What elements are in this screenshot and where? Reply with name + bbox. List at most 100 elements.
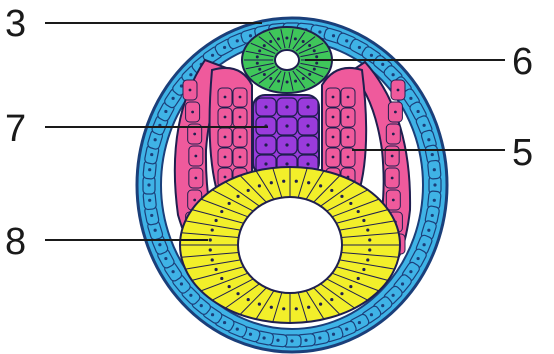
cell-nucleus xyxy=(194,177,197,180)
notochord xyxy=(253,95,319,175)
cell-nucleus xyxy=(315,55,318,58)
cell-nucleus xyxy=(228,202,231,205)
cell-nucleus xyxy=(370,313,373,316)
cell-nucleus xyxy=(282,307,285,310)
cell-nucleus xyxy=(368,248,371,251)
cell-nucleus xyxy=(330,298,333,301)
cell-nucleus xyxy=(340,292,343,295)
cell-nucleus xyxy=(318,336,321,339)
cell-nucleus xyxy=(154,138,157,141)
cell-nucleus xyxy=(239,96,242,99)
cell-nucleus xyxy=(307,181,310,184)
cell-nucleus xyxy=(308,73,311,76)
cell-nucleus xyxy=(392,294,395,297)
cell-nucleus xyxy=(349,202,352,205)
cell-nucleus xyxy=(224,116,227,119)
cell-nucleus xyxy=(417,257,420,260)
cell-nucleus xyxy=(394,111,397,114)
cell-nucleus xyxy=(366,258,369,261)
cell-nucleus xyxy=(264,162,267,165)
cell-nucleus xyxy=(308,44,311,47)
cell-nucleus xyxy=(295,307,298,310)
cell-nucleus xyxy=(263,336,266,339)
cell-nucleus xyxy=(286,80,289,83)
cell-nucleus xyxy=(417,110,420,113)
cell-nucleus xyxy=(285,162,288,165)
cell-nucleus xyxy=(306,162,309,165)
cell-nucleus xyxy=(315,62,318,65)
cell-nucleus xyxy=(306,124,309,127)
cell-nucleus xyxy=(236,292,239,295)
cell-nucleus xyxy=(228,285,231,288)
cell-nucleus xyxy=(345,328,348,331)
cell-nucleus xyxy=(433,183,436,186)
cell-nucleus xyxy=(294,80,297,83)
cell-nucleus xyxy=(193,199,196,202)
cell-nucleus xyxy=(431,153,434,156)
cell-nucleus xyxy=(285,124,288,127)
cell-nucleus xyxy=(391,177,394,180)
cell-nucleus xyxy=(345,39,348,42)
cell-nucleus xyxy=(148,199,151,202)
cell-nucleus xyxy=(332,156,335,159)
cell-nucleus xyxy=(247,189,250,192)
cell-nucleus xyxy=(148,168,151,171)
cell-nucleus xyxy=(263,73,266,76)
cell-nucleus xyxy=(285,143,288,146)
cell-nucleus xyxy=(211,54,214,57)
cell-nucleus xyxy=(276,339,279,342)
cell-nucleus xyxy=(180,282,183,285)
cell-nucleus xyxy=(256,55,259,58)
cell-nucleus xyxy=(349,285,352,288)
cell-nucleus xyxy=(277,80,280,83)
label-5: 5 xyxy=(512,132,533,174)
cell-nucleus xyxy=(306,143,309,146)
cell-nucleus xyxy=(277,37,280,40)
cell-nucleus xyxy=(313,68,316,71)
cell-nucleus xyxy=(264,105,267,108)
cell-nucleus xyxy=(358,321,361,324)
endoderm-gut xyxy=(180,167,400,323)
label-6: 6 xyxy=(512,41,533,83)
label-7: 7 xyxy=(5,108,26,150)
cell-nucleus xyxy=(209,248,212,251)
cell-nucleus xyxy=(211,228,214,231)
cell-nucleus xyxy=(307,306,310,309)
cell-nucleus xyxy=(194,155,197,158)
cell-nucleus xyxy=(381,63,384,66)
label-8: 8 xyxy=(5,221,26,263)
cell-nucleus xyxy=(158,243,161,246)
cell-nucleus xyxy=(258,49,261,52)
cell-nucleus xyxy=(397,89,400,92)
cell-nucleus xyxy=(319,184,322,187)
cell-nucleus xyxy=(189,73,192,76)
cell-nucleus xyxy=(290,339,293,342)
cell-nucleus xyxy=(189,89,192,92)
cell-nucleus xyxy=(368,238,371,241)
cell-nucleus xyxy=(370,54,373,57)
cell-nucleus xyxy=(285,37,288,40)
cell-nucleus xyxy=(295,180,298,183)
cell-nucleus xyxy=(223,321,226,324)
cell-nucleus xyxy=(302,40,305,43)
cell-nucleus xyxy=(401,282,404,285)
cell-nucleus xyxy=(313,49,316,52)
cell-nucleus xyxy=(150,153,153,156)
cell-nucleus xyxy=(224,96,227,99)
cell-nucleus xyxy=(358,46,361,49)
cell-nucleus xyxy=(306,105,309,108)
cell-nucleus xyxy=(285,105,288,108)
cell-nucleus xyxy=(211,258,214,261)
cell-nucleus xyxy=(270,306,273,309)
cell-nucleus xyxy=(164,257,167,260)
cell-nucleus xyxy=(249,333,252,336)
cell-nucleus xyxy=(294,37,297,40)
cell-nucleus xyxy=(392,133,395,136)
cell-nucleus xyxy=(220,210,223,213)
cell-nucleus xyxy=(214,219,217,222)
cell-nucleus xyxy=(191,111,194,114)
label-3: 3 xyxy=(5,3,26,45)
cell-nucleus xyxy=(236,195,239,198)
cell-nucleus xyxy=(270,181,273,184)
cell-nucleus xyxy=(409,97,412,100)
